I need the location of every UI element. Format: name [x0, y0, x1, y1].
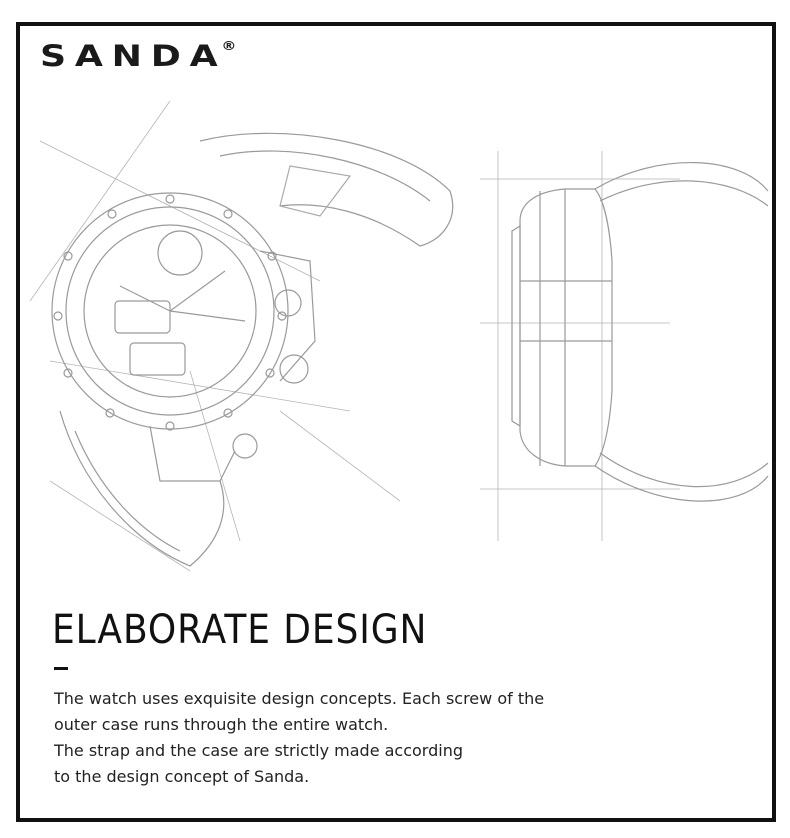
registered-mark: ® [221, 39, 237, 53]
description-line: outer case runs through the entire watch… [54, 715, 389, 734]
description-text: The watch uses exquisite design concepts… [54, 686, 674, 790]
brand-logo-text: SANDA [40, 39, 227, 73]
watch-side-sketch [480, 151, 769, 541]
description-line: The strap and the case are strictly made… [54, 741, 463, 760]
description-line: The watch uses exquisite design concepts… [54, 689, 545, 708]
brand-logo: SANDA® [40, 39, 241, 73]
headline-divider [54, 667, 68, 670]
watch-sketch-illustration [29, 100, 769, 572]
watch-front-sketch [29, 100, 454, 572]
page-headline: ELABORATE DESIGN [52, 607, 428, 653]
description-line: to the design concept of Sanda. [54, 767, 310, 786]
poster-frame: SANDA® [16, 22, 776, 822]
